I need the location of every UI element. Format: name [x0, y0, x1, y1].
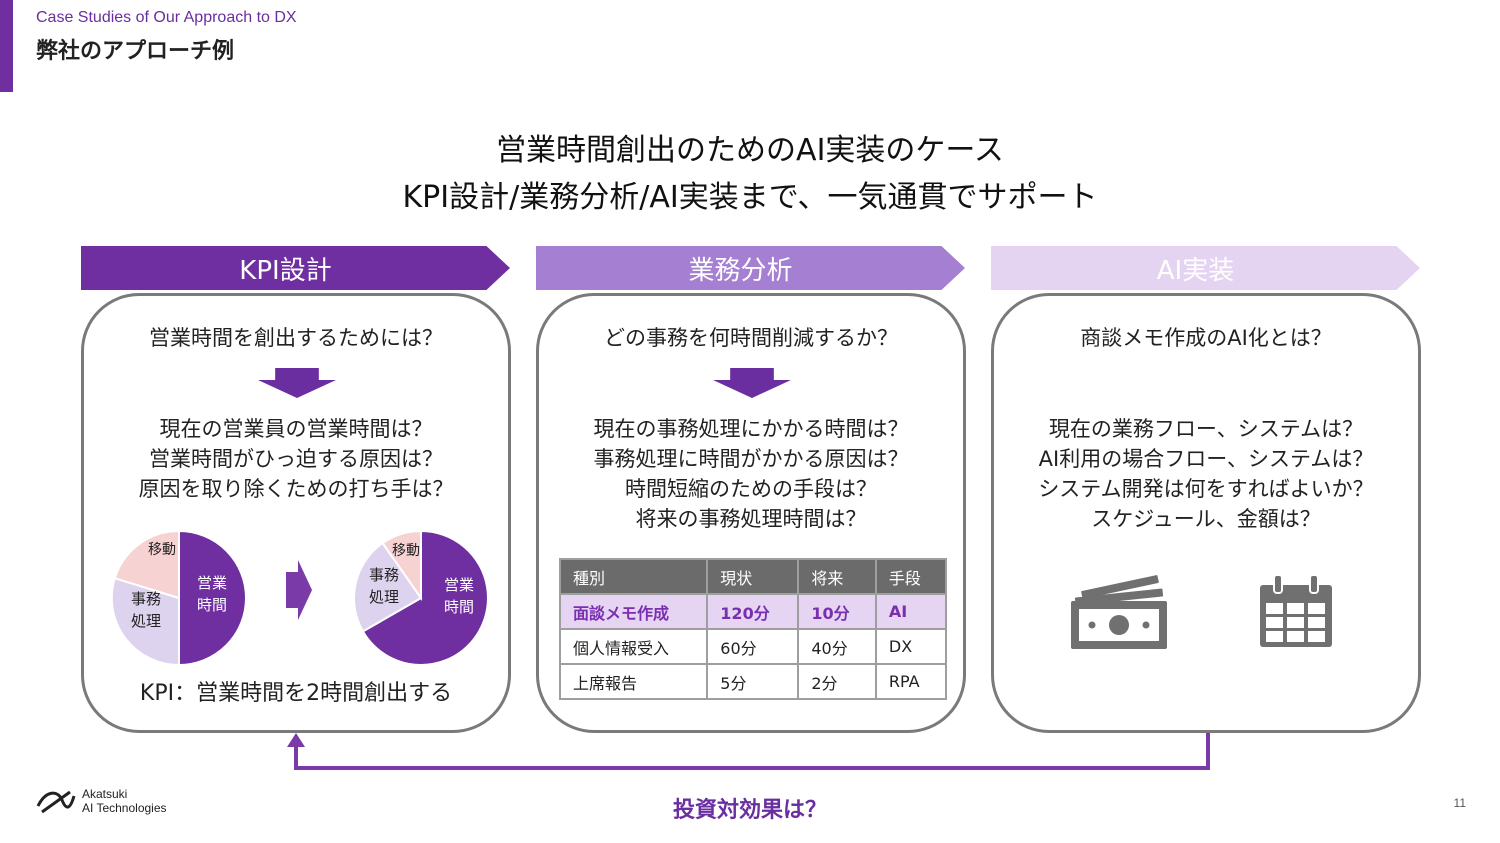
pie-label: 時間	[444, 598, 474, 616]
step-chevron-kpi: KPI設計	[81, 246, 510, 290]
table-cell: 上席報告	[558, 663, 709, 700]
table-cell: 40分	[797, 628, 877, 665]
pie-label: 移動	[148, 542, 176, 558]
table-cell: 10分	[797, 593, 877, 630]
table-header-cell: 将来	[797, 558, 877, 595]
table-cell: 個人情報受入	[558, 628, 709, 665]
logo-mark-icon	[36, 790, 76, 814]
pie-current: 営業 時間 事務 処理 移動	[110, 529, 247, 667]
roi-question: 投資対効果は？	[672, 798, 827, 823]
step-chevron-analysis: 業務分析	[536, 246, 965, 290]
sub-question: スケジュール、金額は？	[1091, 507, 1321, 531]
table-cell: 2分	[797, 663, 877, 700]
money-icon	[1071, 575, 1167, 649]
sub-question: 現在の業務フロー、システムは？	[1048, 417, 1364, 441]
down-arrow-icon	[258, 368, 336, 398]
header-subtitle: Case Studies of Our Approach to DX	[36, 9, 297, 26]
table-cell: DX	[874, 628, 948, 665]
pie-label: 移動	[392, 543, 420, 559]
down-arrow-icon	[713, 368, 791, 398]
table-cell: 120分	[706, 593, 800, 630]
task-table: 種別 現状 将来 手段 面談メモ作成 120分 10分 AI 個人情報受入 60…	[558, 558, 948, 700]
table-header-cell: 種別	[558, 558, 709, 595]
accent-bar	[0, 0, 13, 92]
table-cell: RPA	[874, 663, 948, 700]
pie-label: 処理	[369, 588, 399, 606]
sub-question: AI利用の場合フロー、システムは？	[1038, 447, 1374, 471]
right-arrow-icon	[286, 560, 312, 620]
sub-question: システム開発は何をすればよいか？	[1038, 477, 1374, 501]
table-header-cell: 現状	[706, 558, 800, 595]
page-title: 弊社のアプローチ例	[36, 39, 235, 64]
panel-question: 営業時間を創出するためには？	[149, 326, 443, 350]
step-chevron-ai: AI実装	[991, 246, 1420, 290]
pie-slice-jimu	[353, 541, 423, 633]
step-label: 業務分析	[688, 255, 793, 286]
table-header-cell: 手段	[874, 558, 948, 595]
kpi-statement: KPI：営業時間を2時間創出する	[139, 681, 453, 706]
step-label: AI実装	[1156, 255, 1235, 286]
pie-label: 時間	[197, 596, 227, 614]
page-number: 11	[1453, 796, 1466, 810]
company-logo: Akatsuki AI Technologies	[36, 786, 167, 816]
table-row: 上席報告 5分 2分 RPA	[558, 663, 948, 700]
headline-line1: 営業時間創出のためのAI実装のケース	[496, 133, 1004, 168]
logo-text-line2: AI Technologies	[82, 801, 167, 815]
step-label: KPI設計	[239, 255, 332, 286]
panel-ai: 商談メモ作成のAI化とは？ 現在の業務フロー、システムは？ AI利用の場合フロー…	[991, 293, 1421, 733]
table-row: 個人情報受入 60分 40分 DX	[558, 628, 948, 665]
sub-question: 事務処理に時間がかかる原因は？	[593, 447, 909, 471]
pie-label: 営業	[444, 576, 474, 594]
pie-slice-eigyo	[178, 529, 247, 667]
pie-slice-ido	[381, 529, 422, 602]
table-cell: 面談メモ作成	[558, 593, 709, 630]
pie-label: 営業	[197, 574, 227, 592]
sub-question: 時間短縮のための手段は？	[625, 477, 877, 501]
headline-line2: KPI設計/業務分析/AI実装まで、一気通貫でサポート	[402, 180, 1098, 215]
panel-analysis: どの事務を何時間削減するか？ 現在の事務処理にかかる時間は？ 事務処理に時間がか…	[536, 293, 966, 733]
pie-slice-jimu	[110, 576, 180, 667]
sub-question: 営業時間がひっ迫する原因は？	[149, 447, 443, 471]
panel-question: どの事務を何時間削減するか？	[604, 326, 898, 350]
pie-slice-ido	[113, 529, 180, 600]
sub-question: 現在の営業員の営業時間は？	[159, 417, 433, 441]
pie-charts: 営業 時間 事務 処理 移動 営業 時間 事務 処理 移動	[110, 529, 489, 667]
pie-label: 事務	[131, 590, 161, 608]
table-row: 面談メモ作成 120分 10分 AI	[558, 593, 948, 630]
pie-future: 営業 時間 事務 処理 移動	[353, 529, 489, 666]
table-cell: AI	[874, 593, 948, 630]
table-cell: 5分	[706, 663, 800, 700]
pie-label: 処理	[131, 612, 161, 630]
calendar-icon	[1260, 574, 1332, 647]
sub-question: 原因を取り除くための打ち手は？	[138, 477, 454, 501]
pie-slice-eigyo	[361, 529, 489, 666]
sub-question: 将来の事務処理時間は？	[635, 507, 867, 531]
panel-question: 商談メモ作成のAI化とは？	[1080, 326, 1332, 350]
pie-label: 事務	[369, 566, 399, 584]
sub-question: 現在の事務処理にかかる時間は？	[593, 417, 909, 441]
table-cell: 60分	[706, 628, 800, 665]
table-header-row: 種別 現状 将来 手段	[558, 558, 948, 595]
panel-kpi: 営業時間を創出するためには？ 現在の営業員の営業時間は？ 営業時間がひっ迫する原…	[81, 293, 511, 733]
logo-text-line1: Akatsuki	[82, 787, 128, 801]
